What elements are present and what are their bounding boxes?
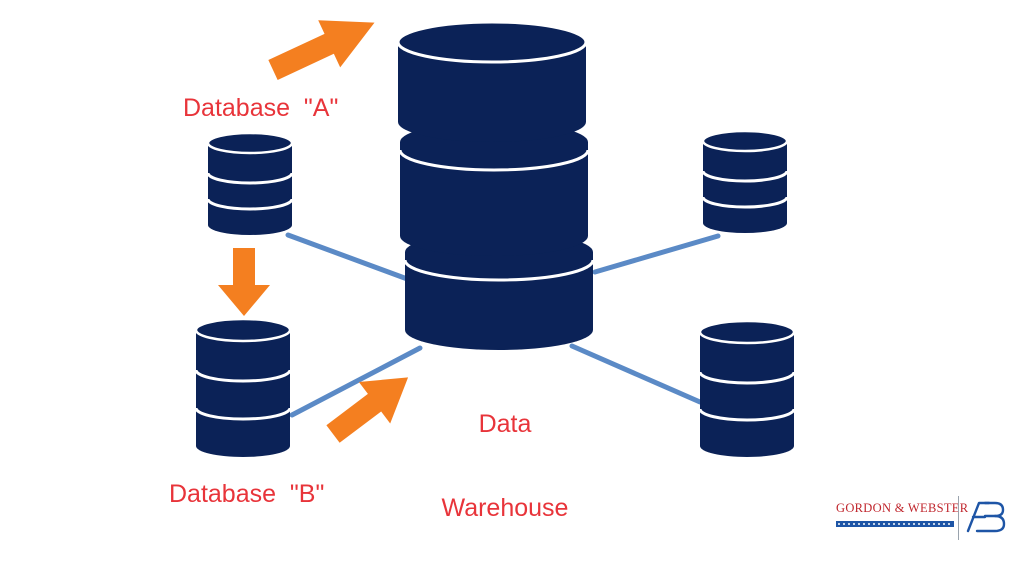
connectors	[285, 232, 721, 418]
data-warehouse-label-line-2: Warehouse	[441, 494, 569, 522]
logo-divider	[958, 496, 959, 540]
warehouse-section-middle	[400, 122, 588, 256]
database-b-icon	[194, 317, 292, 457]
database-a-label: Database "A"	[183, 94, 339, 122]
arrow-icon-top	[268, 20, 375, 80]
arrow-icon-bottom	[326, 377, 409, 443]
database-right-top-icon	[701, 129, 789, 233]
logo-monogram-icon	[966, 501, 1006, 533]
database-b-label: Database "B"	[169, 480, 325, 508]
database-right-bottom-icon	[698, 319, 796, 457]
connector-db-right-top	[592, 233, 721, 275]
data-warehouse-label-line-1: Data	[478, 410, 532, 438]
data-warehouse-icon	[396, 20, 595, 350]
warehouse-section-bottom	[405, 232, 593, 350]
database-a-icon	[206, 131, 294, 235]
logo-pattern-strip	[836, 521, 954, 527]
connector-db-right-bottom	[569, 343, 703, 405]
arrow-icon-down	[218, 248, 270, 316]
data-warehouse-label: Data Warehouse	[420, 354, 590, 550]
connector-db-a	[285, 232, 413, 283]
connector-db-b	[289, 345, 423, 418]
company-logo: GORDON & WEBSTER	[832, 496, 1012, 542]
logo-text: GORDON & WEBSTER	[836, 501, 969, 515]
